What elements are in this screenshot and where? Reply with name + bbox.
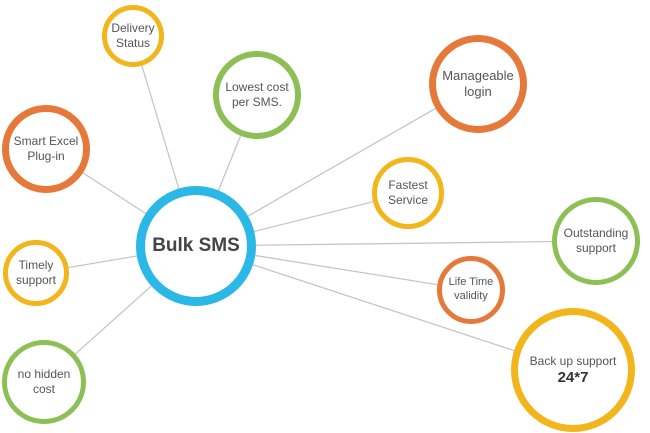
connector-back-up-support [195,245,574,371]
hub-label: Bulk SMS [152,235,240,256]
node-label-line: Lowest cost [225,80,289,94]
hub-node-bulk-sms: Bulk SMS [136,186,256,306]
node-label-line: per SMS. [231,95,282,109]
node-label-line: support [15,273,57,287]
node-label-line: Fastest [388,178,428,192]
node-label-emphasis: 24*7 [557,368,589,386]
node-label-line: Manageable [442,67,514,83]
node-label-line: cost [32,382,55,396]
node-label-line: Delivery [111,21,155,35]
node-label-line: support [575,241,617,255]
node-label-line: validity [454,290,488,302]
node-label-line: Plug-in [27,149,65,163]
node-label-line: Timely [18,258,54,272]
connector-outstanding-support [195,240,597,247]
node-label-line: login [464,84,492,99]
node-label-line: Smart Excel [13,134,79,148]
node-label-line: Service [387,193,428,207]
node-label-line: Status [115,36,151,50]
node-label-line: Back up support [529,353,617,368]
node-label-line: Life Time [448,276,494,289]
node-label-line: no hidden [17,367,71,381]
node-label-line: Outstanding [563,226,629,240]
